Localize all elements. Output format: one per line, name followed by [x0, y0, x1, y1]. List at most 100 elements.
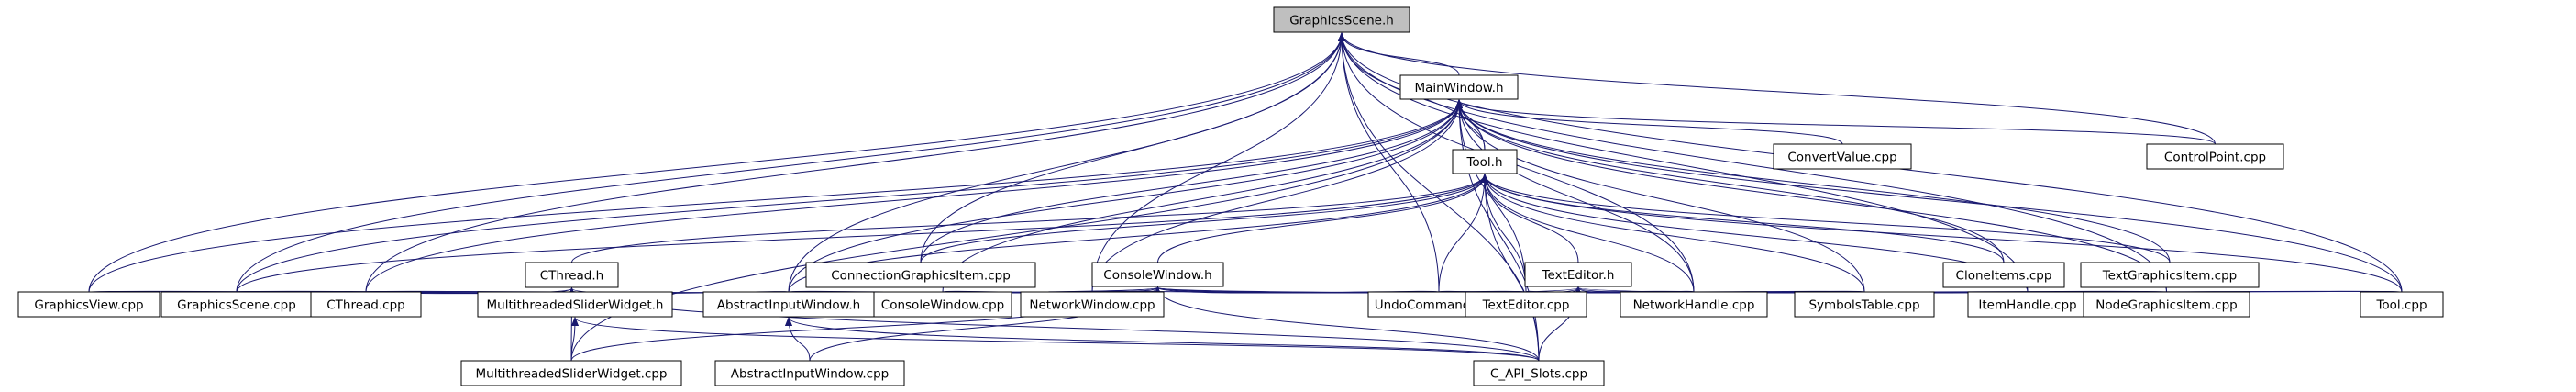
edge-nodegraphicsitem-cpp-to-mainwindow-h: [1455, 99, 2167, 293]
node-box: [310, 291, 422, 318]
node-controlpoint-cpp[interactable]: ControlPoint.cpp: [2146, 143, 2284, 170]
node-texteditor-cpp[interactable]: TextEditor.cpp: [1465, 291, 1587, 318]
node-convertvalue-cpp[interactable]: ConvertValue.cpp: [1773, 143, 1912, 170]
edge-networkwindow-cpp-to-graphicsscene-h: [1091, 32, 1345, 293]
edge-networkhandle-cpp-to-tool-h: [1481, 174, 1695, 293]
node-graphicsview-cpp[interactable]: GraphicsView.cpp: [17, 291, 160, 318]
node-label: NetworkWindow.cpp: [1029, 298, 1155, 313]
edge-c-api-slots-cpp-to-abstractinputwindow-h: [785, 317, 1540, 362]
node-texteditor-h[interactable]: TextEditor.h: [1524, 262, 1632, 287]
edge-abstractinputwindow-h-to-graphicsscene-h: [788, 32, 1345, 293]
node-graphicsscene-cpp[interactable]: GraphicsScene.cpp: [160, 291, 313, 318]
edge-networkwindow-cpp-to-mainwindow-h: [1091, 99, 1463, 293]
edge-mainwindow-h-to-graphicsscene-h: [1338, 32, 1460, 76]
node-consolewindow-h[interactable]: ConsoleWindow.h: [1091, 262, 1224, 287]
node-cthread-h[interactable]: CThread.h: [525, 262, 619, 288]
node-box: [2360, 291, 2444, 318]
node-label: MainWindow.h: [1414, 81, 1503, 95]
edge-tool-cpp-to-tool-h: [1481, 174, 2403, 293]
node-box: [1273, 6, 1410, 33]
node-tool-h[interactable]: Tool.h: [1452, 149, 1518, 174]
node-box: [2080, 262, 2260, 288]
edge-cthread-h-to-tool-h: [571, 174, 1488, 263]
node-box: [1399, 74, 1519, 100]
node-networkwindow-cpp[interactable]: NetworkWindow.cpp: [1020, 291, 1165, 318]
node-box: [1794, 291, 1935, 318]
node-label: C_API_Slots.cpp: [1490, 367, 1587, 382]
node-label: ItemHandle.cpp: [1978, 298, 2076, 313]
node-label: ConsoleWindow.cpp: [881, 298, 1004, 313]
node-label: SymbolsTable.cpp: [1808, 298, 1919, 313]
node-cthread-cpp[interactable]: CThread.cpp: [310, 291, 422, 318]
node-symbolstable-cpp[interactable]: SymbolsTable.cpp: [1794, 291, 1935, 318]
edge-symbolstable-cpp-to-tool-h: [1481, 174, 1865, 293]
node-box: [1020, 291, 1165, 318]
edge-graphicsscene-cpp-to-tool-h: [236, 174, 1488, 293]
edge-c-api-slots-cpp-to-consolewindow-h: [1154, 286, 1540, 362]
edge-symbolstable-cpp-to-mainwindow-h: [1455, 99, 1865, 293]
node-box: [1465, 291, 1587, 318]
node-networkhandle-cpp[interactable]: NetworkHandle.cpp: [1620, 291, 1768, 318]
edge-nodegraphicsitem-cpp-to-graphicsscene-h: [1338, 32, 2167, 293]
node-label: AbstractInputWindow.cpp: [731, 367, 889, 382]
node-tool-cpp[interactable]: Tool.cpp: [2360, 291, 2444, 318]
node-box: [1967, 291, 2088, 318]
node-consolewindow-cpp[interactable]: ConsoleWindow.cpp: [873, 291, 1012, 318]
edge-texteditor-cpp-to-mainwindow-h: [1455, 99, 1527, 293]
node-box: [2083, 291, 2250, 318]
node-connectiongraphicsitem-cpp[interactable]: ConnectionGraphicsItem.cpp: [805, 262, 1036, 288]
edge-textgraphicsitem-cpp-to-tool-h: [1481, 174, 2171, 263]
node-multithreadedsliderwidget-h[interactable]: MultithreadedSliderWidget.h: [477, 291, 673, 318]
node-box: [1620, 291, 1768, 318]
node-label: Tool.h: [1465, 155, 1502, 170]
edge-connectiongraphicsitem-cpp-to-tool-h: [920, 174, 1488, 263]
node-label: AbstractInputWindow.h: [717, 298, 860, 313]
node-label: MultithreadedSliderWidget.h: [486, 298, 663, 313]
node-graphicsscene-h: GraphicsScene.h: [1273, 6, 1410, 33]
edge-graphicsscene-cpp-to-graphicsscene-h: [236, 32, 1345, 293]
node-box: [1473, 360, 1605, 386]
node-label: GraphicsScene.cpp: [177, 298, 296, 313]
edge-tool-cpp-to-mainwindow-h: [1455, 99, 2403, 293]
node-textgraphicsitem-cpp[interactable]: TextGraphicsItem.cpp: [2080, 262, 2260, 288]
edge-cthread-cpp-to-mainwindow-h: [365, 99, 1463, 293]
node-multithreadedsliderwidget-cpp[interactable]: MultithreadedSliderWidget.cpp: [460, 360, 682, 386]
node-label: CThread.cpp: [326, 298, 404, 313]
edge-controlpoint-cpp-to-mainwindow-h: [1455, 99, 2216, 145]
node-box: [1091, 262, 1224, 287]
node-box: [525, 262, 619, 288]
edge-controlpoint-cpp-to-graphicsscene-h: [1338, 32, 2216, 145]
node-box: [1773, 143, 1912, 170]
edge-networkwindow-cpp-to-texteditor-h: [1091, 286, 1582, 297]
node-label: TextEditor.h: [1542, 268, 1615, 283]
node-label: ConvertValue.cpp: [1787, 151, 1896, 165]
node-abstractinputwindow-h[interactable]: AbstractInputWindow.h: [702, 291, 875, 318]
edge-networkhandle-cpp-to-mainwindow-h: [1455, 99, 1695, 293]
node-itemhandle-cpp[interactable]: ItemHandle.cpp: [1967, 291, 2088, 318]
node-c-api-slots-cpp[interactable]: C_API_Slots.cpp: [1473, 360, 1605, 386]
edge-c-api-slots-cpp-to-tool-h: [1481, 174, 1540, 362]
edge-cloneitems-cpp-to-mainwindow-h: [1455, 99, 2005, 263]
edge-graphicsview-cpp-to-mainwindow-h: [88, 99, 1463, 293]
edge-texteditor-h-to-tool-h: [1481, 174, 1579, 263]
node-label: GraphicsScene.h: [1289, 14, 1394, 28]
edge-abstractinputwindow-h-to-mainwindow-h: [788, 99, 1463, 293]
node-box: [1524, 262, 1632, 287]
node-box: [460, 360, 682, 386]
node-label: CloneItems.cpp: [1956, 269, 2052, 284]
node-box: [17, 291, 160, 318]
node-label: Tool.cpp: [2375, 298, 2427, 313]
node-label: TextGraphicsItem.cpp: [2102, 269, 2238, 284]
node-box: [1452, 149, 1518, 174]
node-label: GraphicsView.cpp: [34, 298, 143, 313]
node-cloneitems-cpp[interactable]: CloneItems.cpp: [1942, 262, 2065, 288]
node-box: [160, 291, 313, 318]
edge-networkhandle-cpp-to-graphicsscene-h: [1338, 32, 1695, 293]
node-nodegraphicsitem-cpp[interactable]: NodeGraphicsItem.cpp: [2083, 291, 2250, 318]
edge-abstractinputwindow-cpp-to-abstractinputwindow-h: [785, 317, 811, 362]
node-label: ControlPoint.cpp: [2164, 151, 2266, 165]
node-abstractinputwindow-cpp[interactable]: AbstractInputWindow.cpp: [714, 360, 905, 386]
node-mainwindow-h[interactable]: MainWindow.h: [1399, 74, 1519, 100]
